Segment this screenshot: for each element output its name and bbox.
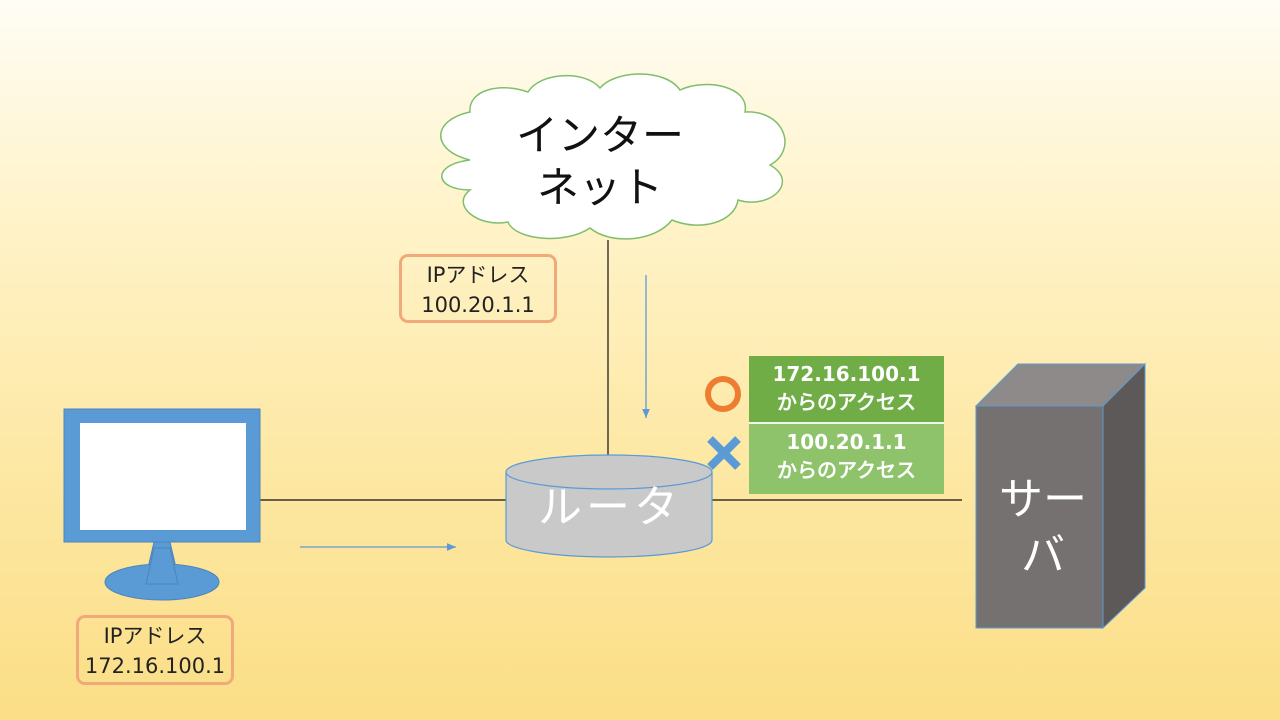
router-ip-value: 100.20.1.1 <box>421 293 535 317</box>
internet-cloud <box>440 73 786 240</box>
server-label: サーバ <box>999 474 1087 581</box>
pc-ip-callout: IPアドレス 172.16.100.1 <box>76 615 234 685</box>
internet-label-line2: ネット <box>536 163 663 212</box>
pc-ip-value: 172.16.100.1 <box>84 654 226 678</box>
router-ip-callout: IPアドレス 100.20.1.1 <box>399 254 557 323</box>
server-icon <box>974 362 1147 630</box>
rule-divider <box>749 422 944 424</box>
deny-rule-source: 100.20.1.1 <box>786 430 907 454</box>
pc-ip-title: IPアドレス <box>103 624 207 648</box>
deny-rule: 100.20.1.1 からのアクセス <box>749 424 944 494</box>
allow-rule-source: 172.16.100.1 <box>772 362 921 386</box>
allow-circle-icon <box>705 376 741 412</box>
deny-cross-icon <box>707 436 741 470</box>
router-ip-title: IPアドレス <box>426 263 530 287</box>
deny-rule-desc: からのアクセス <box>777 458 916 482</box>
allow-rule: 172.16.100.1 からのアクセス <box>749 356 944 422</box>
internet-label-line1: インター <box>515 111 684 160</box>
router-label: ルータ <box>538 482 682 533</box>
internet-label: インター ネット <box>480 110 720 214</box>
router-icon <box>505 454 713 558</box>
allow-rule-desc: からのアクセス <box>777 390 916 414</box>
client-pc-icon <box>63 408 261 601</box>
